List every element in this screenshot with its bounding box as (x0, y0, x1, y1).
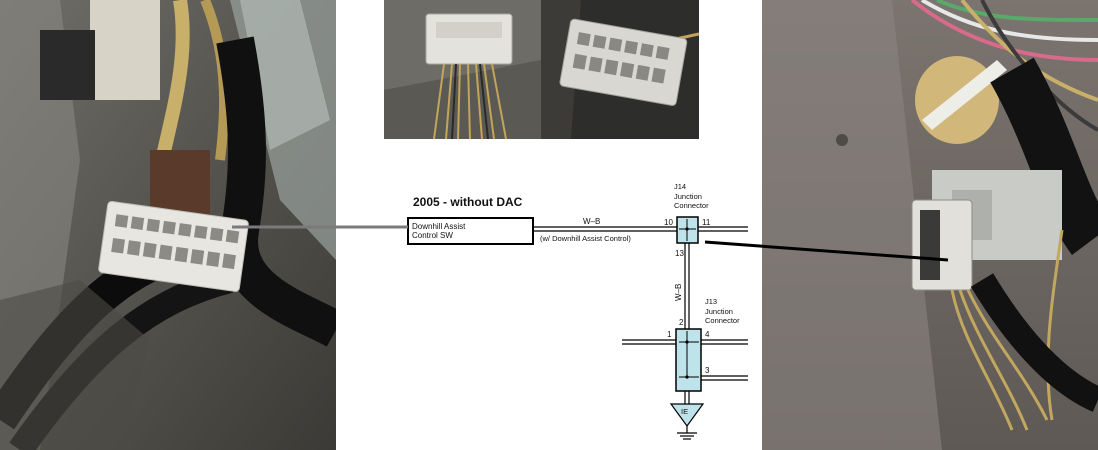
j13-id: J13 (705, 297, 717, 306)
wire-note: (w/ Downhill Assist Control) (540, 234, 631, 243)
switch-label-line1: Downhill Assist (412, 222, 466, 231)
j14-line1: Junction (674, 192, 702, 201)
j14-id: J14 (674, 182, 686, 191)
top-photo-b (541, 0, 699, 139)
j13-pin-2: 2 (679, 318, 684, 327)
j14-pin-13: 13 (675, 249, 684, 258)
j13-pin-4: 4 (705, 330, 710, 339)
j14-pin-11: 11 (702, 218, 711, 227)
diagram-title: 2005 - without DAC (413, 195, 523, 209)
j13-line1: Junction (705, 307, 733, 316)
ground-label: IE (681, 407, 688, 416)
left-photo (0, 0, 336, 450)
wiring-diagram: 2005 - without DAC Downhill Assist Contr… (336, 139, 762, 450)
j14-connector (676, 216, 699, 244)
j14-line2: Connector (674, 201, 709, 210)
j13-connector (675, 328, 702, 392)
switch-label-line2: Control SW (412, 231, 453, 240)
j13-line2: Connector (705, 316, 740, 325)
vertical-wire-color-label: W–B (674, 284, 683, 301)
j14-pin-10: 10 (664, 218, 673, 227)
j13-pin-3: 3 (705, 366, 710, 375)
wire-w-b-vertical (684, 243, 690, 329)
top-photo-a (384, 0, 541, 139)
wire-color-label: W–B (583, 217, 600, 226)
ground-symbol (669, 403, 705, 440)
right-photo (762, 0, 1098, 450)
j13-pin-1: 1 (667, 330, 672, 339)
downhill-assist-switch: Downhill Assist Control SW (407, 217, 534, 245)
wire-w-b-horizontal (533, 226, 677, 232)
